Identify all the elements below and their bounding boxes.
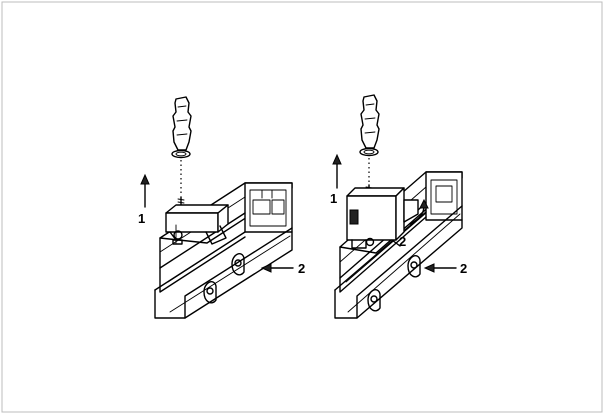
rotate-arrow-icon xyxy=(409,198,429,225)
arrow-up-icon xyxy=(332,153,342,189)
step-2-label: 2 xyxy=(460,261,467,276)
step-2-label: 2 xyxy=(298,261,305,276)
wall-plug-icon xyxy=(359,94,380,157)
arrow-up-icon xyxy=(140,173,150,208)
step-1-label: 1 xyxy=(138,211,145,226)
step-2-rotate-label: 2 xyxy=(399,234,406,249)
arrow-left-icon xyxy=(423,263,457,273)
bracket-icon xyxy=(165,204,229,245)
curtain-track-icon xyxy=(154,182,293,319)
left-assembly: 1 xyxy=(138,96,305,319)
wall-plug-icon xyxy=(171,96,192,159)
step-1-label: 1 xyxy=(330,191,337,206)
slider-icon xyxy=(367,255,421,312)
arrow-left-icon xyxy=(260,263,294,273)
slider-icon xyxy=(203,253,245,304)
right-assembly: 1 xyxy=(330,94,467,319)
bracket-icon xyxy=(346,187,419,249)
